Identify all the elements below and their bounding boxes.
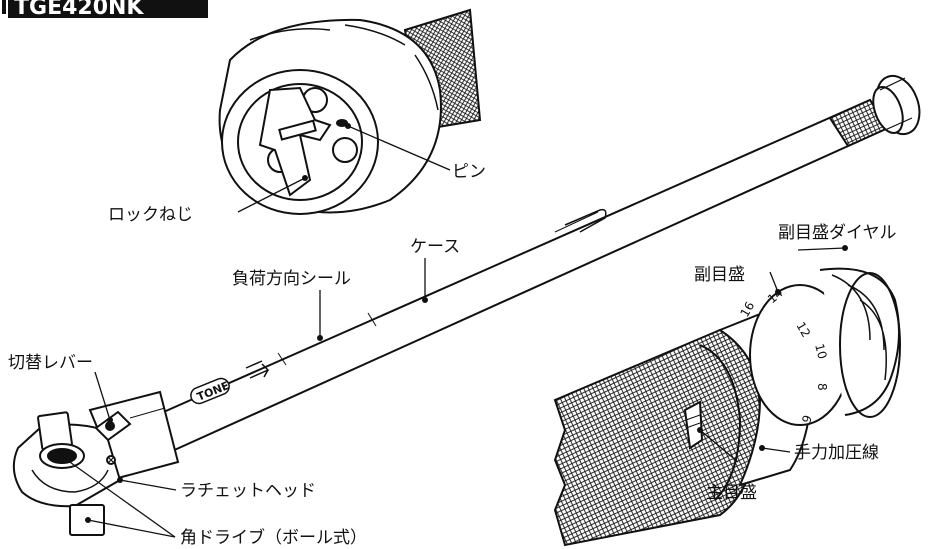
dial-number-6: 6	[799, 413, 815, 425]
label-ratchet-head: ラチェットヘッド	[180, 481, 316, 501]
label-hand-pressure-line: 手力加圧線	[794, 443, 879, 463]
label-pin: ピン	[452, 162, 486, 182]
label-main-scale: 主目盛	[706, 483, 757, 503]
label-square-drive: 角ドライブ（ボール式）	[180, 527, 367, 548]
label-load-direction-seal: 負荷方向シール	[232, 269, 351, 289]
leader-lines	[59, 125, 846, 538]
dial-number-10: 10	[812, 342, 829, 360]
label-sub-scale-dial: 副目盛ダイヤル	[778, 223, 897, 243]
label-sub-scale: 副目盛	[694, 265, 745, 285]
dial-zoom-view	[553, 267, 901, 547]
label-case: ケース	[410, 237, 460, 257]
label-lock-screw: ロックねじ	[108, 205, 193, 225]
leader-dots	[57, 123, 848, 523]
dial-number-12: 12	[793, 320, 813, 340]
label-switch-lever: 切替レバー	[8, 353, 93, 373]
wrench-body	[12, 74, 921, 536]
dial-number-8: 8	[815, 383, 829, 391]
direction-arrow-icon	[245, 360, 270, 379]
knob-zoom-view	[218, 8, 482, 215]
model-tag-text: TGE420NK	[14, 0, 144, 20]
dial-number-16: 16	[737, 299, 757, 319]
model-tag: TGE420NK	[0, 0, 208, 20]
